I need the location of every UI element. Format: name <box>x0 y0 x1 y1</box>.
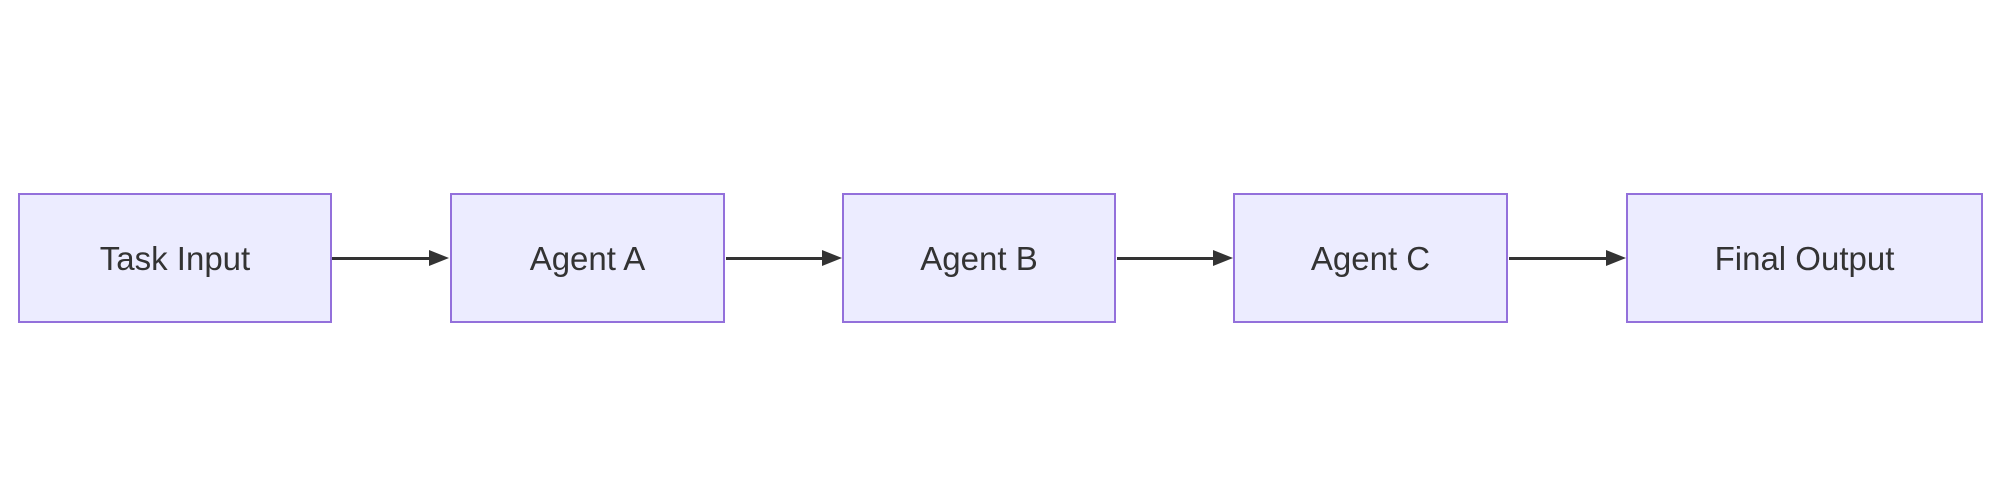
edge-agent-b-to-agent-c <box>1117 250 1233 266</box>
node-agent-a-label: Agent A <box>529 239 646 277</box>
node-final-output: Final Output <box>1626 193 1983 323</box>
node-agent-b: Agent B <box>842 193 1116 323</box>
edge-agent-c-to-final-output <box>1509 250 1626 266</box>
arrowhead-icon <box>822 250 842 266</box>
node-agent-c-label: Agent C <box>1310 239 1431 277</box>
node-task-input: Task Input <box>18 193 332 323</box>
node-agent-b-label: Agent B <box>920 239 1038 277</box>
edge-agent-a-to-agent-b <box>726 250 842 266</box>
arrowhead-icon <box>429 250 449 266</box>
arrowhead-icon <box>1606 250 1626 266</box>
arrowhead-icon <box>1213 250 1233 266</box>
edge-task-input-to-agent-a <box>332 250 449 266</box>
node-agent-c: Agent C <box>1233 193 1508 323</box>
node-final-output-label: Final Output <box>1714 239 1895 277</box>
node-task-input-label: Task Input <box>99 239 251 277</box>
node-agent-a: Agent A <box>450 193 725 323</box>
